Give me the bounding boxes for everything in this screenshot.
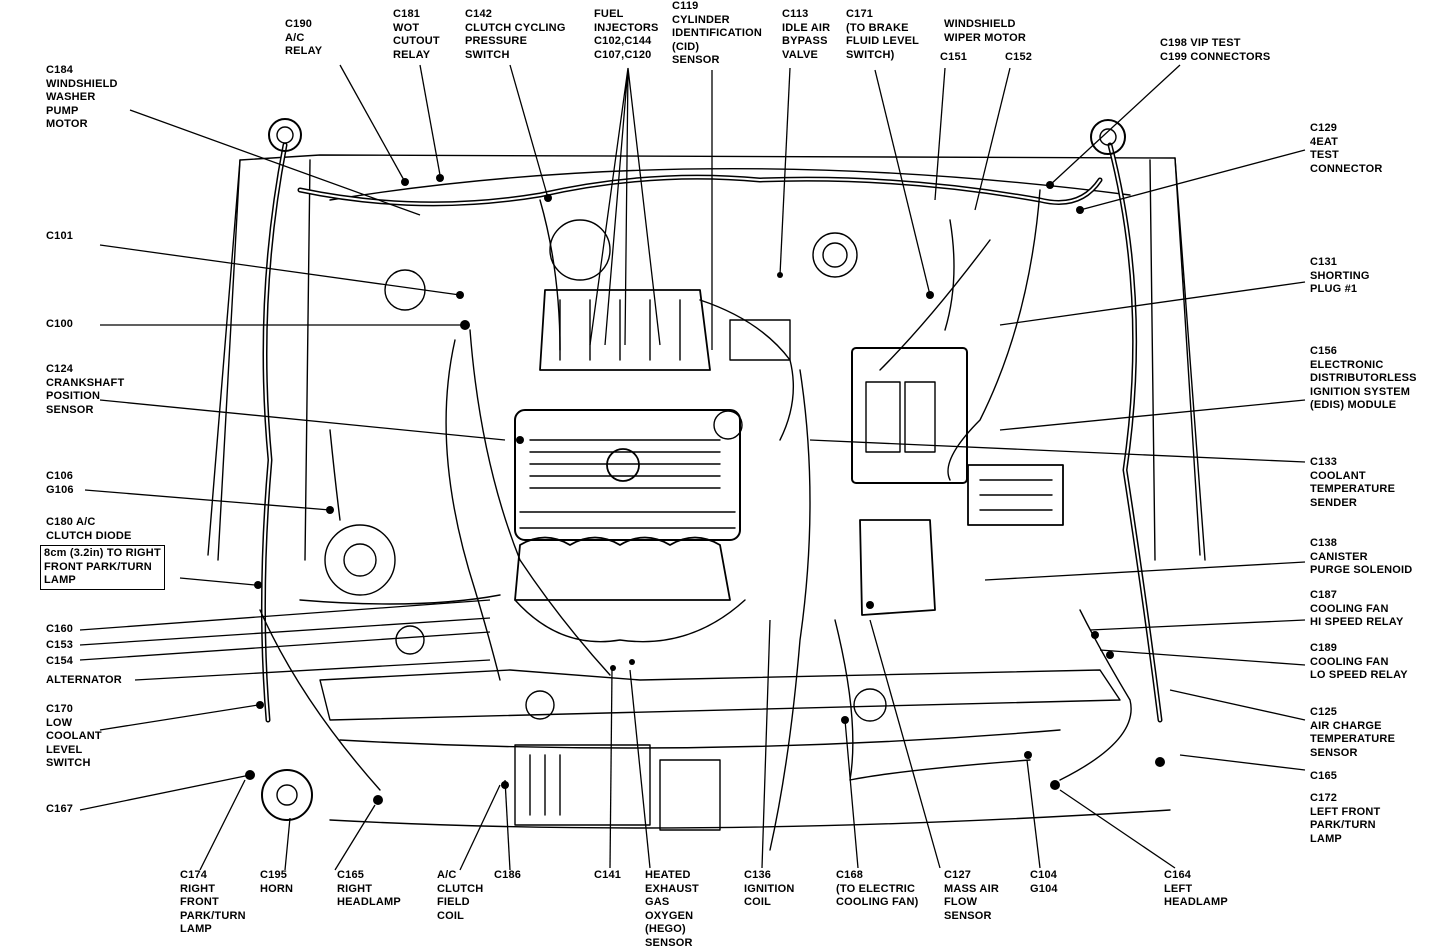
label-c190-ac-relay: C190 A/C RELAY — [285, 18, 323, 58]
label-c100: C100 — [46, 318, 74, 330]
label-c124-crankshaft-sensor: C124 CRANKSHAFT POSITION SENSOR — [46, 363, 125, 416]
label-c106-g106: C106 G106 — [46, 470, 74, 496]
label-c152: C152 — [1005, 51, 1033, 63]
label-c164-left-headlamp: C164 LEFT HEADLAMP — [1164, 869, 1228, 909]
label-c181-wot-cutout-relay: C181 WOT CUTOUT RELAY — [393, 8, 440, 61]
label-c119-cid-sensor: C119 CYLINDER IDENTIFICATION (CID) SENSO… — [672, 0, 762, 67]
label-c101: C101 — [46, 230, 74, 242]
label-c125-air-charge-temp: C125 AIR CHARGE TEMPERATURE SENSOR — [1310, 706, 1396, 759]
label-c113-idle-air-bypass: C113 IDLE AIR BYPASS VALVE — [782, 8, 831, 61]
label-c131-shorting-plug: C131 SHORTING PLUG #1 — [1310, 256, 1370, 296]
label-c170-low-coolant-switch: C170 LOW COOLANT LEVEL SWITCH — [46, 703, 102, 770]
label-c198-vip-test: C198 VIP TEST C199 CONNECTORS — [1160, 37, 1271, 63]
label-c167: C167 — [46, 803, 74, 815]
label-c174-right-park-turn: C174 RIGHT FRONT PARK/TURN LAMP — [180, 869, 246, 936]
label-c138-canister-purge: C138 CANISTER PURGE SOLENOID — [1310, 537, 1413, 577]
label-c136-ignition-coil: C136 IGNITION COIL — [744, 869, 795, 909]
label-windshield-wiper-motor: WINDSHIELD WIPER MOTOR — [944, 18, 1027, 44]
label-c195-horn: C195 HORN — [260, 869, 294, 895]
label-c180-ac-clutch-diode: C180 A/C CLUTCH DIODE — [46, 516, 132, 542]
label-ac-clutch-field-coil: A/C CLUTCH FIELD COIL — [437, 869, 484, 922]
label-c156-edis-module: C156 ELECTRONIC DISTRIBUTORLESS IGNITION… — [1310, 345, 1417, 412]
label-hego-sensor: HEATED EXHAUST GAS OXYGEN (HEGO) SENSOR — [645, 869, 699, 949]
label-c189-fan-lo-relay: C189 COOLING FAN LO SPEED RELAY — [1310, 642, 1408, 682]
label-c172-left-park-turn: C172 LEFT FRONT PARK/TURN LAMP — [1310, 792, 1381, 845]
label-c154: C154 — [46, 655, 74, 667]
label-c133-coolant-temp-sender: C133 COOLANT TEMPERATURE SENDER — [1310, 456, 1396, 509]
label-c153: C153 — [46, 639, 74, 651]
label-fuel-injectors: FUEL INJECTORS C102,C144 C107,C120 — [594, 8, 659, 61]
label-c187-fan-hi-relay: C187 COOLING FAN HI SPEED RELAY — [1310, 589, 1404, 629]
label-c160: C160 — [46, 623, 74, 635]
label-c186: C186 — [494, 869, 522, 881]
label-c151: C151 — [940, 51, 968, 63]
label-c104-g104: C104 G104 — [1030, 869, 1058, 895]
label-c165-left: C165 — [1310, 770, 1338, 782]
note-distance-box: 8cm (3.2in) TO RIGHT FRONT PARK/TURN LAM… — [40, 545, 165, 590]
label-c141: C141 — [594, 869, 622, 881]
label-c184-washer-pump: C184 WINDSHIELD WASHER PUMP MOTOR — [46, 64, 118, 131]
label-c168-cooling-fan: C168 (TO ELECTRIC COOLING FAN) — [836, 869, 919, 909]
label-c165-right-headlamp: C165 RIGHT HEADLAMP — [337, 869, 401, 909]
label-c129-4eat-test: C129 4EAT TEST CONNECTOR — [1310, 122, 1383, 175]
label-alternator: ALTERNATOR — [46, 674, 122, 686]
label-c127-mass-air-flow: C127 MASS AIR FLOW SENSOR — [944, 869, 999, 922]
label-c142-clutch-cycling-switch: C142 CLUTCH CYCLING PRESSURE SWITCH — [465, 8, 566, 61]
label-c171-brake-fluid: C171 (TO BRAKE FLUID LEVEL SWITCH) — [846, 8, 920, 61]
